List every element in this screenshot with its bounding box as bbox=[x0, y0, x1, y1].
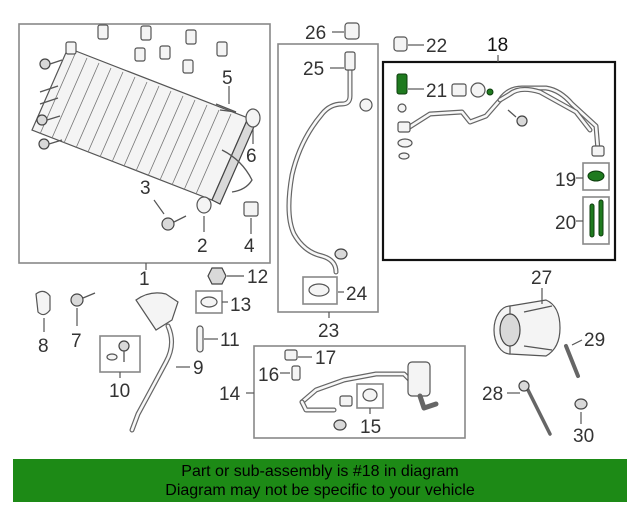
callout-2: 2 bbox=[197, 236, 208, 257]
part-20-seal-b bbox=[598, 199, 604, 237]
part-28-bolt bbox=[507, 380, 552, 436]
callout-27: 27 bbox=[531, 268, 552, 289]
callout-25: 25 bbox=[303, 59, 324, 80]
part-8-plate bbox=[35, 290, 51, 332]
callout-9: 9 bbox=[193, 358, 204, 379]
part-6-mount bbox=[245, 108, 261, 144]
condenser-assembly bbox=[31, 47, 257, 205]
callout-6: 6 bbox=[246, 146, 257, 167]
callout-30: 30 bbox=[573, 426, 594, 447]
part-14-group-box bbox=[253, 345, 466, 439]
callout-1: 1 bbox=[139, 269, 150, 290]
part-3-bolt bbox=[153, 199, 187, 231]
condenser-group-box bbox=[18, 23, 271, 264]
part-18-group-box bbox=[381, 60, 617, 262]
callout-28: 28 bbox=[482, 384, 503, 405]
part-10-box bbox=[99, 335, 141, 373]
callout-15: 15 bbox=[360, 417, 381, 438]
part-26-cap bbox=[332, 22, 360, 40]
part-18-liquid-line bbox=[397, 82, 605, 160]
callout-16: 16 bbox=[258, 365, 279, 386]
part-20-box bbox=[582, 196, 610, 245]
callout-23: 23 bbox=[318, 321, 339, 342]
callout-3: 3 bbox=[140, 178, 151, 199]
callout-21: 21 bbox=[426, 81, 447, 102]
part-27-compressor bbox=[493, 288, 561, 357]
part-16-switch bbox=[280, 365, 301, 381]
callout-24: 24 bbox=[346, 284, 368, 305]
callout-22: 22 bbox=[426, 36, 447, 57]
part-5-pin bbox=[215, 86, 237, 113]
hose-group-box bbox=[277, 43, 379, 313]
banner-line-2: Diagram may not be specific to your vehi… bbox=[165, 482, 475, 499]
part-12-nut bbox=[207, 267, 244, 285]
part-4-bracket bbox=[243, 201, 259, 234]
banner-line-1: Part or sub-assembly is #18 in diagram bbox=[181, 463, 459, 480]
callout-19: 19 bbox=[555, 170, 576, 191]
callout-13: 13 bbox=[230, 295, 251, 316]
part-15-gasket bbox=[362, 388, 378, 402]
part-20-seal-a bbox=[589, 203, 595, 238]
part-17-sensor bbox=[284, 349, 312, 361]
callout-11: 11 bbox=[220, 330, 240, 351]
part-21-valve-core bbox=[396, 73, 424, 95]
part-19-box bbox=[582, 162, 610, 191]
part-24-gasket-box bbox=[302, 276, 338, 305]
part-29-stud bbox=[564, 339, 583, 378]
part-19-o-ring bbox=[587, 170, 605, 182]
callout-18: 18 bbox=[487, 35, 508, 56]
callout-20: 20 bbox=[555, 213, 576, 234]
callout-4: 4 bbox=[244, 236, 255, 257]
part-2-bushing bbox=[196, 196, 212, 232]
part-13-gasket bbox=[200, 296, 218, 308]
callout-12: 12 bbox=[247, 267, 268, 288]
part-24-gasket bbox=[308, 283, 330, 297]
callout-17: 17 bbox=[315, 348, 336, 369]
part-14-tube bbox=[299, 361, 439, 431]
callout-7: 7 bbox=[71, 331, 82, 352]
highlight-banner: Part or sub-assembly is #18 in diagram D… bbox=[13, 459, 627, 502]
part-22-cap bbox=[393, 36, 424, 52]
callout-14: 14 bbox=[219, 384, 241, 405]
part-7-bolt bbox=[70, 292, 96, 326]
condenser-clips bbox=[36, 24, 237, 150]
part-10-fitting bbox=[106, 340, 130, 362]
callout-26: 26 bbox=[305, 23, 326, 44]
part-30-nut bbox=[574, 398, 588, 424]
callout-5: 5 bbox=[222, 68, 233, 89]
callout-29: 29 bbox=[584, 330, 605, 351]
part-9-hose bbox=[129, 292, 190, 433]
callout-10: 10 bbox=[109, 381, 130, 402]
callout-8: 8 bbox=[38, 336, 49, 357]
part-11-pin bbox=[196, 325, 218, 353]
suction-hose bbox=[286, 51, 373, 275]
